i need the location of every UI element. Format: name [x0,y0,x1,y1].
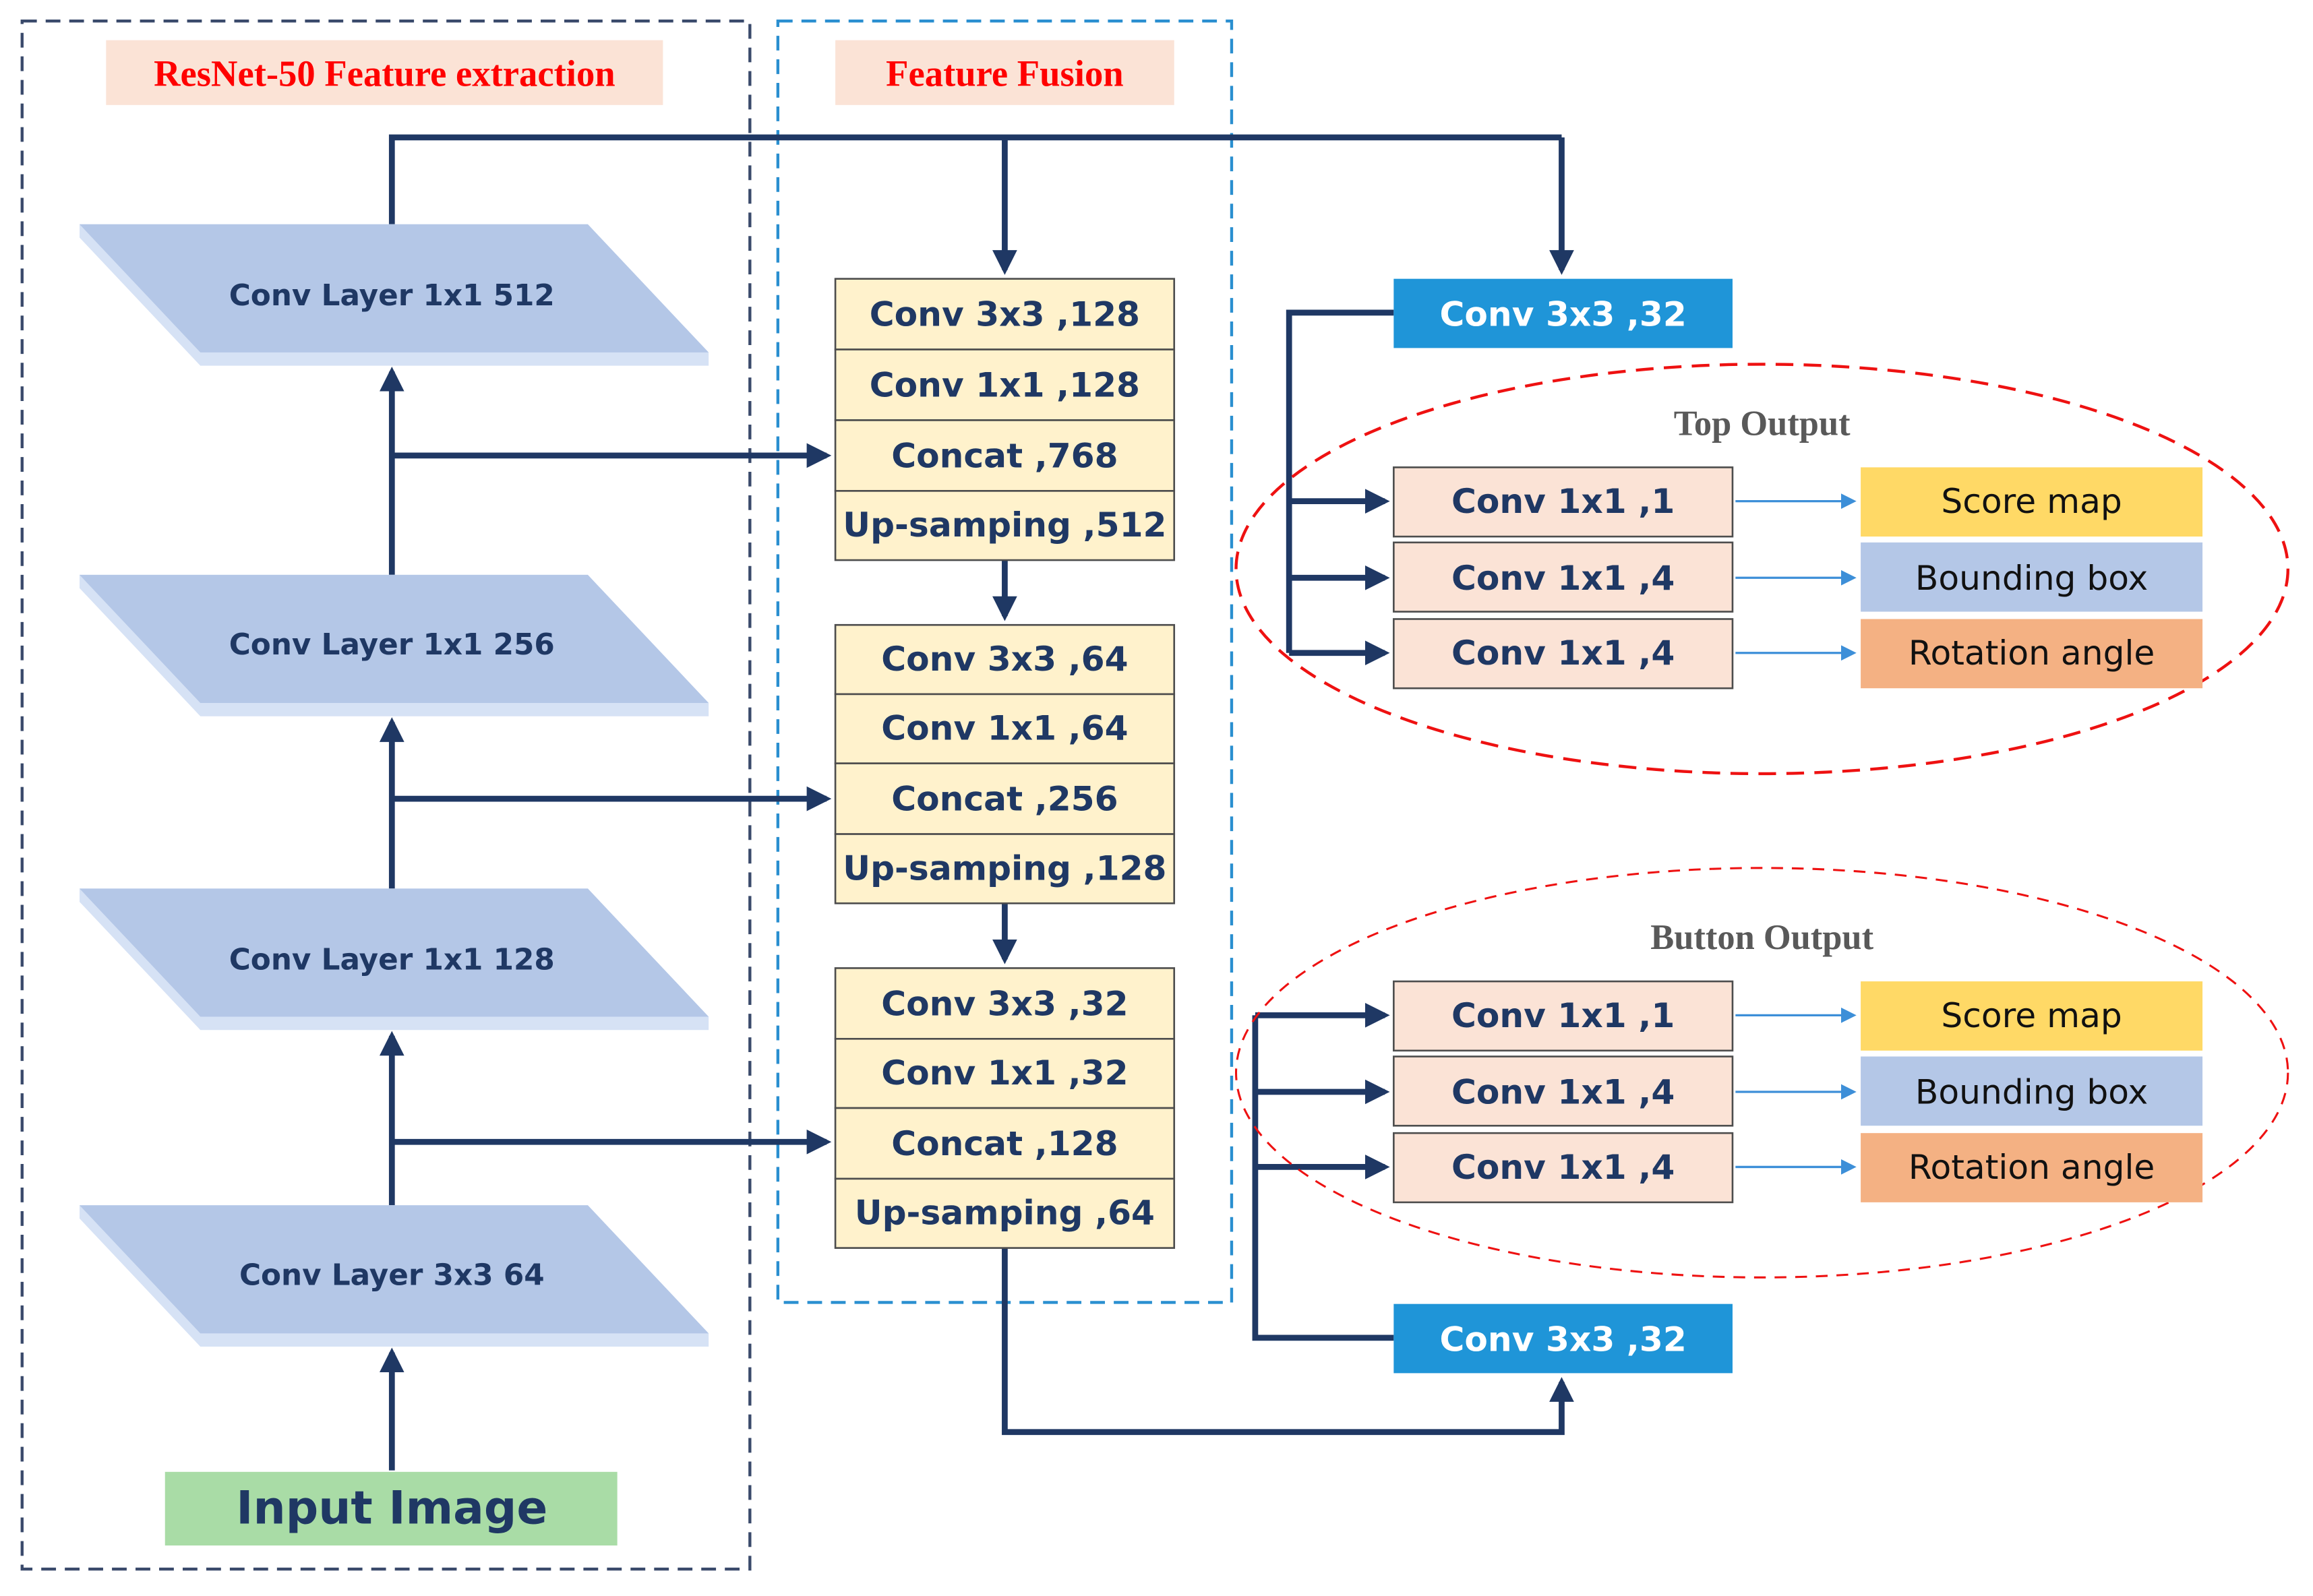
top-output-title: Top Output [1674,404,1851,443]
top-feature-line [388,134,1562,224]
layer-label: Conv Layer 1x1 512 [229,278,555,313]
conv1x1-label: Conv 1x1 ,1 [1451,481,1675,521]
conv1x1-box [1393,980,1734,1052]
top-conv-box [1393,278,1733,348]
fusion-cell-label: Conv 3x3 ,64 [881,639,1128,679]
bounding-box-box [1861,542,2203,612]
bottom-conv-box [1393,1303,1733,1374]
fusion-cell [834,623,1176,696]
bottom-output-rows [1393,980,2203,1204]
resnet-section-frame [20,20,752,1571]
layer-label: Conv Layer 3x3 64 [239,1258,545,1292]
fusion-cell [834,1107,1176,1180]
conv1x1-box [1393,466,1734,538]
connectors [379,134,1574,1471]
resnet-layer: Conv Layer 3x3 64 [80,1205,709,1347]
top-output-labels: Conv 1x1 ,1 Conv 1x1 ,4 Conv 1x1 ,4 Scor… [1451,481,2155,673]
arrow-fusion-to-bottom-conv [1002,1248,1574,1436]
resnet-layer: Conv Layer 1x1 256 [80,574,709,716]
fusion-cell-label: Up-samping ,128 [843,848,1166,888]
layer-slab-top [80,224,709,352]
fusion-cell-label: Up-samping ,512 [843,505,1166,545]
layer-slab-top [80,888,709,1017]
conv1x1-label: Conv 1x1 ,1 [1451,995,1675,1035]
score-map-box [1861,467,2203,537]
fusion-cell [834,348,1176,421]
fusion-cell [834,762,1176,835]
bounding-box-label: Bounding box [1915,558,2148,598]
fusion-cell-label: Concat ,256 [891,779,1118,819]
fusion-cell-label: Concat ,128 [891,1124,1118,1163]
layer-slab-top [80,1205,709,1334]
bottom-output-ellipse [1234,867,2289,1279]
conv1x1-box [1393,1055,1734,1127]
fusion-cell-label: Conv 3x3 ,128 [870,295,1140,334]
top-branch-bracket [1286,309,1394,653]
fusion-block-3-labels: Conv 3x3 ,32 Conv 1x1 ,32 Concat ,128 Up… [855,983,1155,1232]
fusion-cell-label: Conv 3x3 ,32 [881,983,1128,1023]
top-conv-label: Conv 3x3 ,32 [1440,295,1687,334]
bounding-box-label: Bounding box [1915,1072,2148,1111]
fusion-cell [834,833,1176,904]
conv1x1-box [1393,1132,1734,1204]
resnet-section-title: ResNet-50 Feature extraction [154,53,615,94]
conv1x1-label: Conv 1x1 ,4 [1451,558,1675,598]
bottom-output-labels: Conv 1x1 ,1 Conv 1x1 ,4 Conv 1x1 ,4 Scor… [1451,995,2155,1187]
fusion-block-3 [834,967,1176,1249]
fusion-block-1 [834,278,1176,561]
rotation-angle-label: Rotation angle [1909,633,2155,673]
conv1x1-box [1393,541,1734,613]
score-map-box [1861,981,2203,1051]
conv1x1-box [1393,618,1734,689]
fusion-block-2 [834,623,1176,904]
fusion-cell [834,490,1176,561]
resnet-title-bg [106,40,663,105]
conv1x1-label: Conv 1x1 ,4 [1451,1147,1675,1187]
fusion-cell-label: Conv 1x1 ,64 [881,708,1128,748]
fusion-block-2-labels: Conv 3x3 ,64 Conv 1x1 ,64 Concat ,256 Up… [843,639,1166,888]
fusion-cell-label: Concat ,768 [891,435,1118,475]
bounding-box-box [1861,1056,2203,1126]
conv1x1-label: Conv 1x1 ,4 [1451,633,1675,673]
layer-label: Conv Layer 1x1 128 [229,943,555,977]
input-image-box [164,1471,618,1546]
fusion-cell-label: Conv 1x1 ,128 [870,365,1140,404]
fusion-cell-label: Up-samping ,64 [855,1193,1155,1233]
score-map-label: Score map [1941,995,2122,1035]
layer-label: Conv Layer 1x1 256 [229,627,555,662]
layer-slab-top [80,574,709,704]
rotation-angle-box [1861,619,2203,689]
fusion-cell [834,278,1176,350]
fusion-cell [834,967,1176,1040]
top-output-ellipse [1234,363,2290,776]
bottom-conv-label: Conv 3x3 ,32 [1440,1320,1687,1359]
resnet-layer: Conv Layer 1x1 512 [80,224,709,366]
fusion-cell [834,1177,1176,1249]
resnet-layer: Conv Layer 1x1 128 [80,888,709,1031]
fusion-section-title: Feature Fusion [886,53,1124,94]
score-map-label: Score map [1941,481,2122,521]
rotation-angle-label: Rotation angle [1909,1147,2155,1187]
input-image-label: Input Image [236,1481,547,1534]
fusion-block-1-labels: Conv 3x3 ,128 Conv 1x1 ,128 Concat ,768 … [843,295,1166,545]
fusion-cell-label: Conv 1x1 ,32 [881,1053,1128,1093]
fusion-title-bg [835,40,1174,105]
conv1x1-label: Conv 1x1 ,4 [1451,1072,1675,1111]
bottom-branch-bracket [1252,1015,1394,1341]
fusion-cell [834,419,1176,492]
rotation-angle-box [1861,1133,2203,1202]
top-output-rows [1393,466,2203,689]
fusion-cell [834,1037,1176,1109]
bottom-output-title: Button Output [1650,918,1873,957]
